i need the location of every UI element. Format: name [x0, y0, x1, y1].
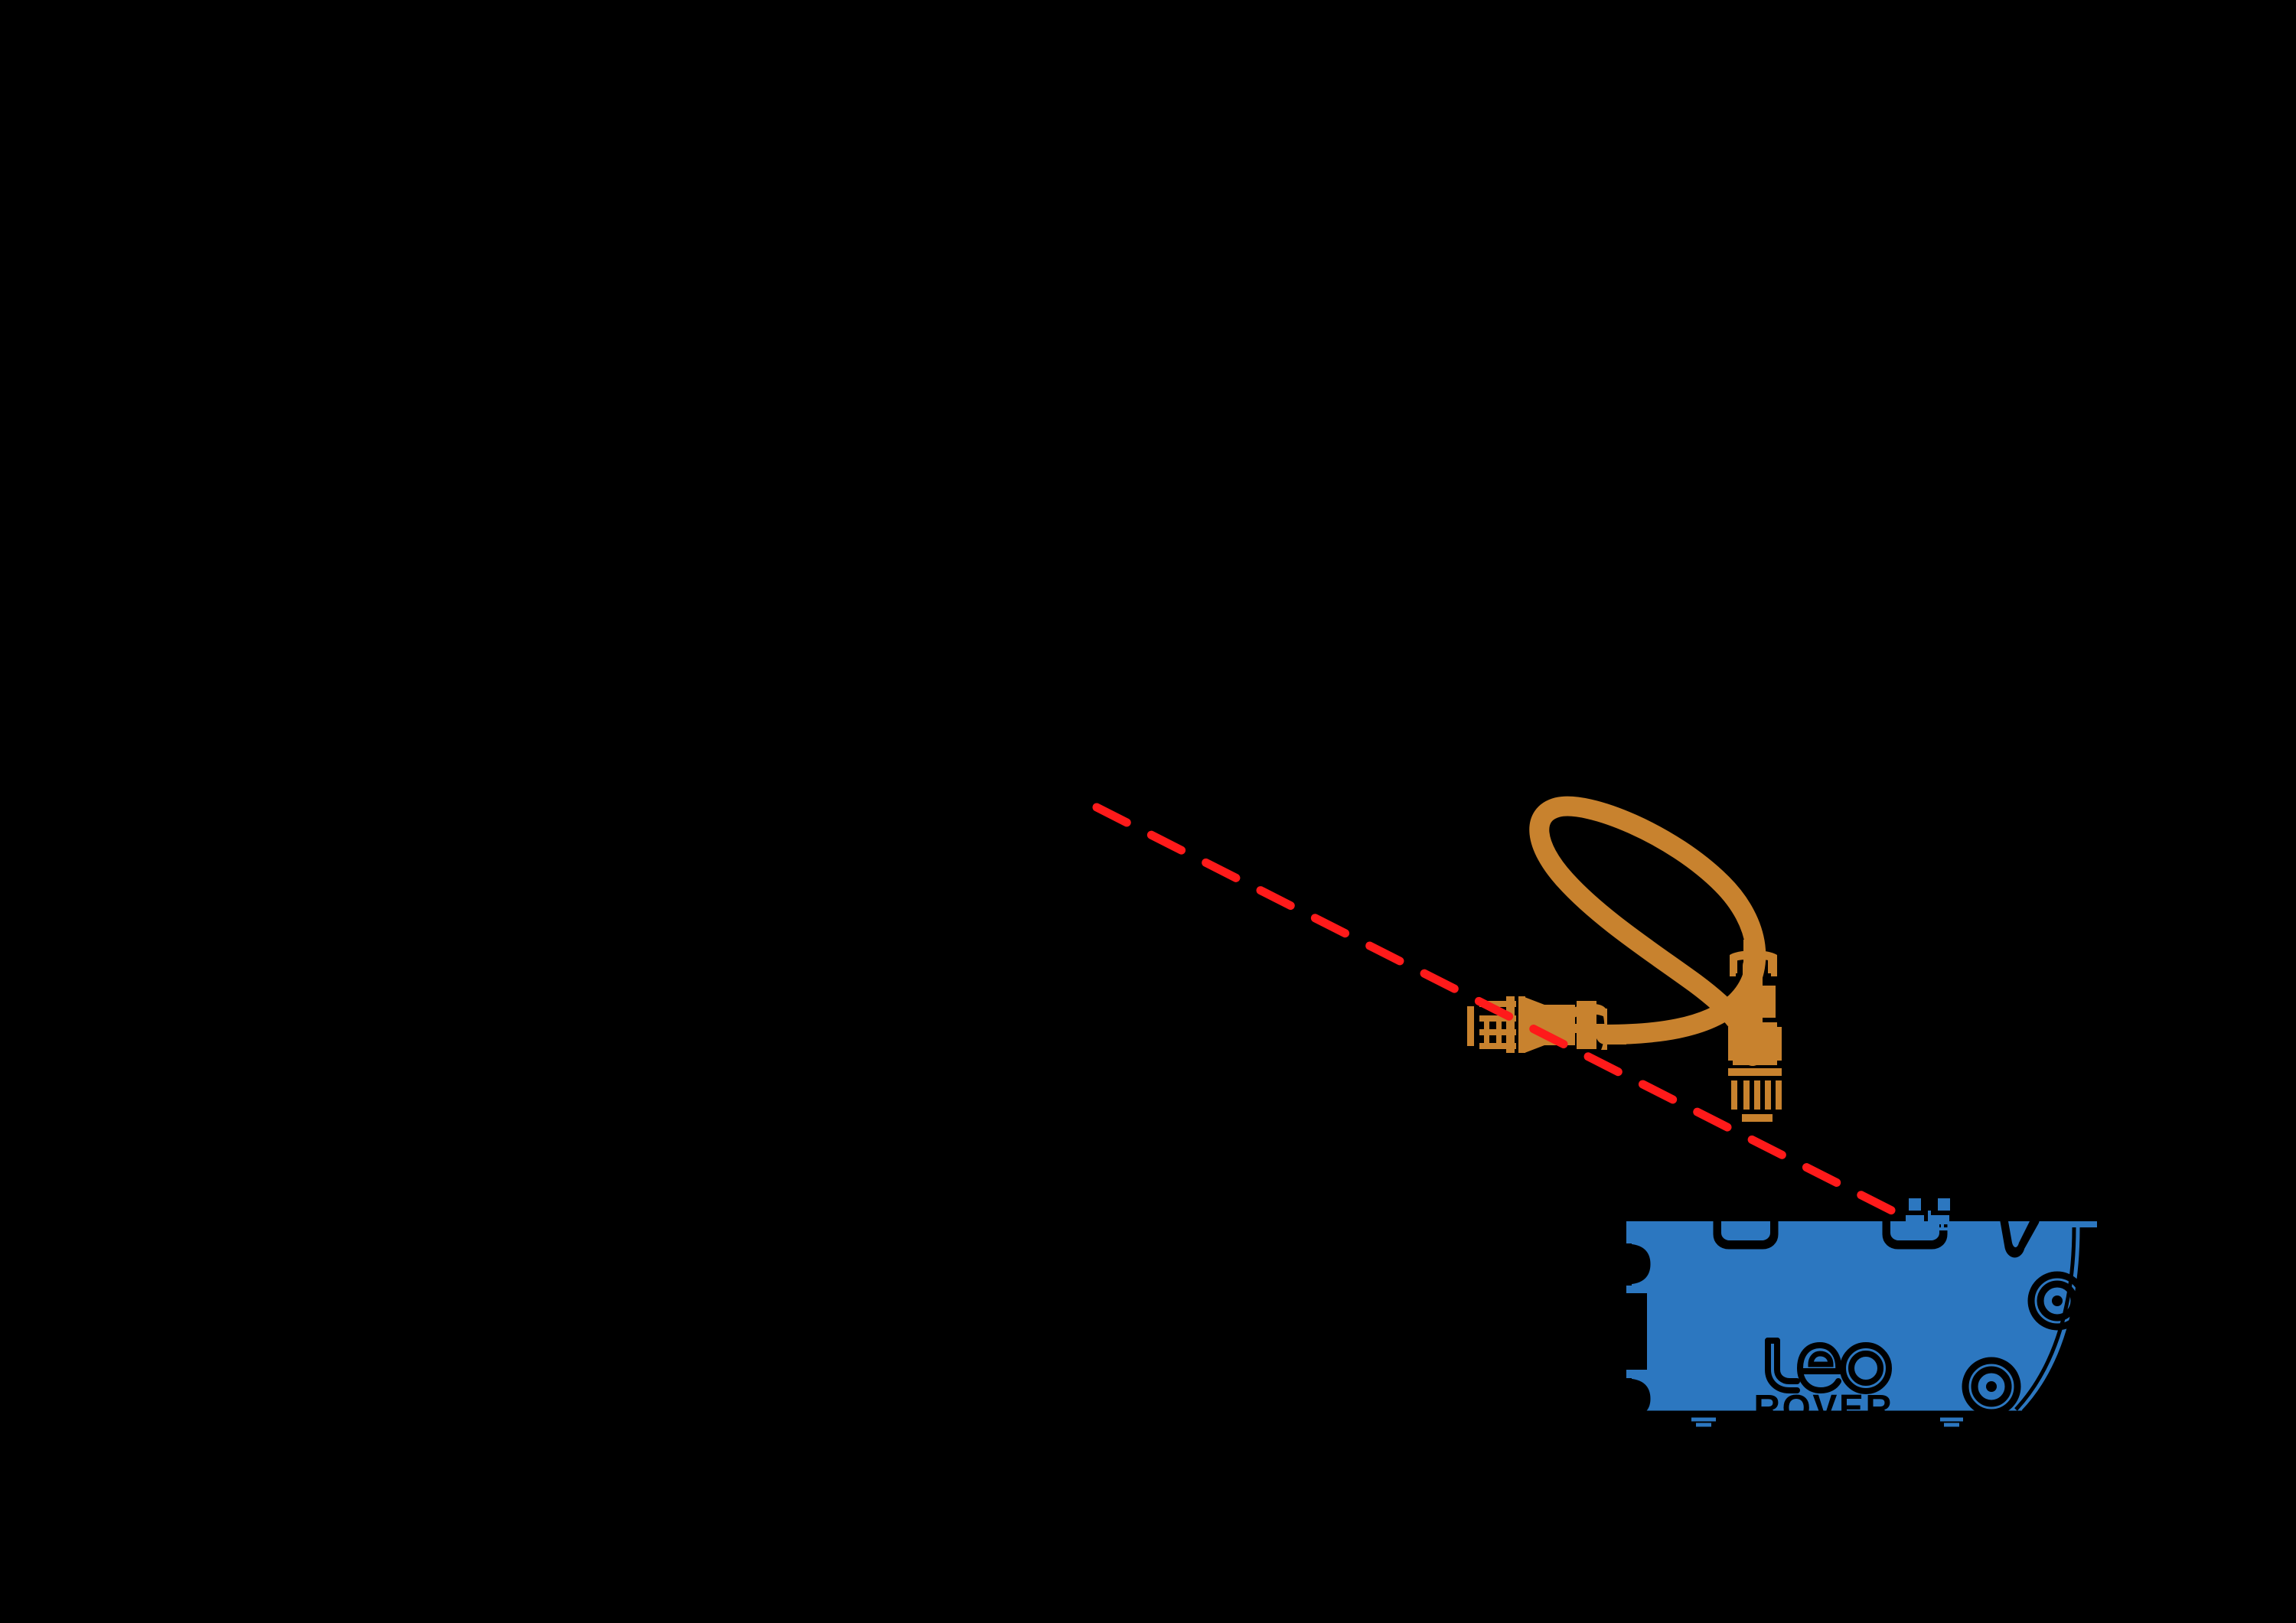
rover-side-notch-upper — [1626, 1243, 1651, 1285]
rover-mount-point-upper — [2027, 1271, 2087, 1331]
rover-wheel-marks — [1691, 1417, 1963, 1427]
ethernet-cable-path — [1529, 796, 1766, 1066]
m12-connector-straight — [1467, 996, 1626, 1053]
ethernet-cable-group — [1529, 796, 1766, 1066]
rover-chassis-fill — [1626, 1227, 2097, 1414]
ethernet-port-icon[interactable] — [1906, 1196, 1950, 1230]
rover-subtitle-text: ROVER — [1753, 1388, 1893, 1429]
m12-connector-angled — [1728, 940, 1782, 1122]
rover-right-edge-outline — [2021, 1227, 2087, 1416]
rover-right-cut — [2024, 1227, 2112, 1413]
leo-rover-body: ROVER — [1615, 1217, 2112, 1429]
leo-rover-logo: ROVER — [1753, 1338, 1893, 1429]
connection-guide-line — [1092, 803, 1934, 1234]
rover-mount-point-lower — [1962, 1357, 2021, 1416]
